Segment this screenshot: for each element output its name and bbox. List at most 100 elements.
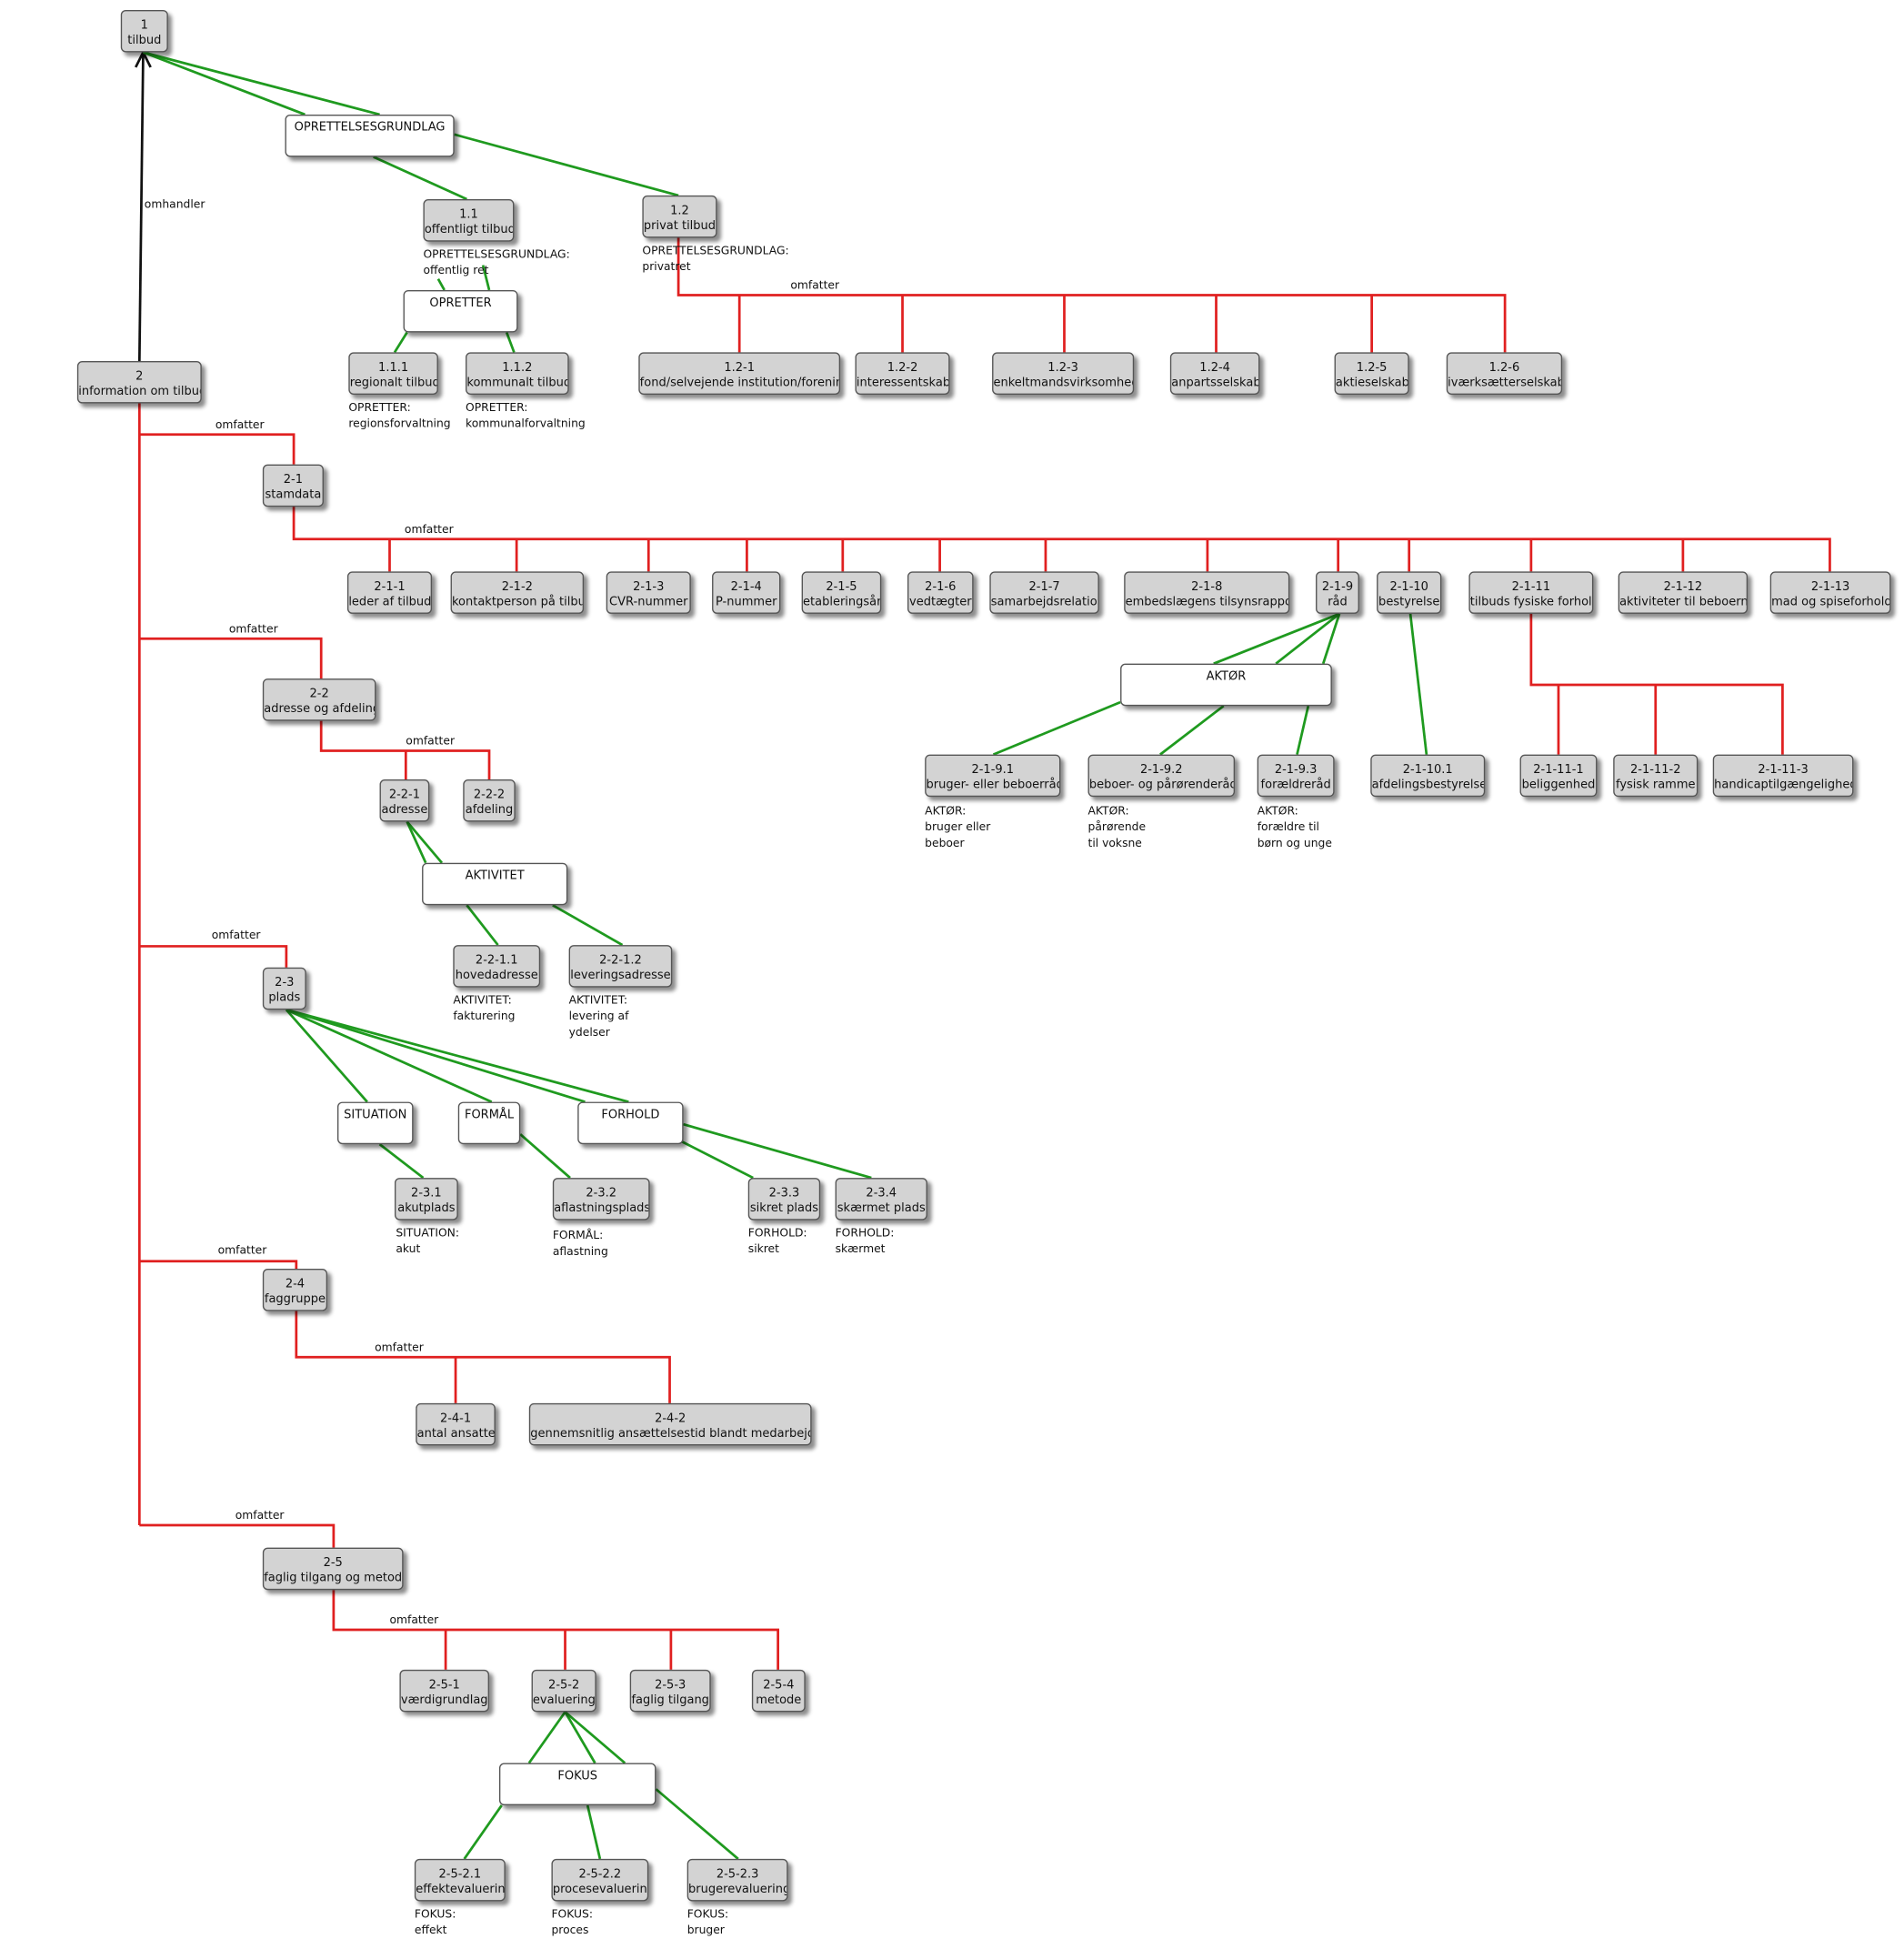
qualifier-fokus[interactable]: FOKUS — [498, 1763, 656, 1806]
qualifier-edge — [1296, 705, 1310, 755]
qualifier-forhold[interactable]: FORHOLD — [577, 1101, 684, 1145]
node-title: afdelingsbestyrelse — [1371, 778, 1486, 792]
qualifier-edge — [406, 820, 427, 864]
qualifier-edge — [552, 904, 624, 947]
node-code: 2-1-9.1 — [971, 763, 1015, 778]
annotation-line: OPRETTELSESGRUNDLAG: — [642, 245, 789, 258]
annotation-line: bruger eller — [925, 821, 991, 835]
qualifier-edge — [436, 277, 446, 291]
node-title: adresse — [381, 803, 428, 818]
edge-label-omfatter: omfatter — [228, 623, 278, 637]
tree-edge — [139, 1260, 298, 1270]
annotation-line: effekt — [414, 1924, 447, 1938]
edge-label-omfatter: omfatter — [215, 419, 265, 433]
annotation-line: skærmet — [835, 1243, 886, 1257]
qualifier-situation[interactable]: SITUATION — [336, 1101, 414, 1145]
tree-edge — [139, 1523, 336, 1548]
node-code: 2-1-2 — [501, 579, 533, 595]
qualifier-edge — [286, 1008, 629, 1103]
node-title: kommunalt tilbud — [466, 376, 569, 390]
qualifier-aktivitet[interactable]: AKTIVITET — [422, 862, 568, 906]
edge-label-omhandler: omhandler — [144, 199, 205, 212]
node-title: akutplads — [397, 1201, 456, 1216]
qualifier-aktor[interactable]: AKTØR — [1120, 663, 1332, 707]
node-code: 2-5-4 — [763, 1678, 795, 1693]
tree-edge — [676, 237, 1507, 353]
annotation-line: OPRETTELSESGRUNDLAG: — [423, 248, 570, 262]
node-title: bruger- eller beboerråd — [926, 778, 1061, 792]
qualifier-opr[interactable]: OPRETTELSESGRUNDLAG — [285, 114, 455, 157]
annotation-line: akut — [396, 1243, 421, 1257]
node-title: handicaptilgængelighed — [1714, 778, 1854, 792]
node-code: 1.1.1 — [378, 361, 409, 376]
node-title: fond/selvejende institution/forening — [639, 376, 841, 390]
annotation-line: fakturering — [453, 1010, 516, 1024]
qualifier-opretter[interactable]: OPRETTER — [403, 289, 518, 333]
qualifier-formal[interactable]: FORMÅL — [457, 1101, 521, 1145]
node-title: beliggenhed — [1521, 778, 1596, 792]
annotation-line: ydelser — [568, 1027, 610, 1040]
qualifier-edge — [466, 904, 499, 946]
qualifier-edge — [286, 1009, 493, 1103]
node-title: interessentskab — [856, 376, 950, 390]
node-code: 2-1-11-3 — [1758, 763, 1809, 778]
node-code: 2 — [135, 369, 144, 384]
node-code: 1.1.2 — [502, 361, 533, 376]
